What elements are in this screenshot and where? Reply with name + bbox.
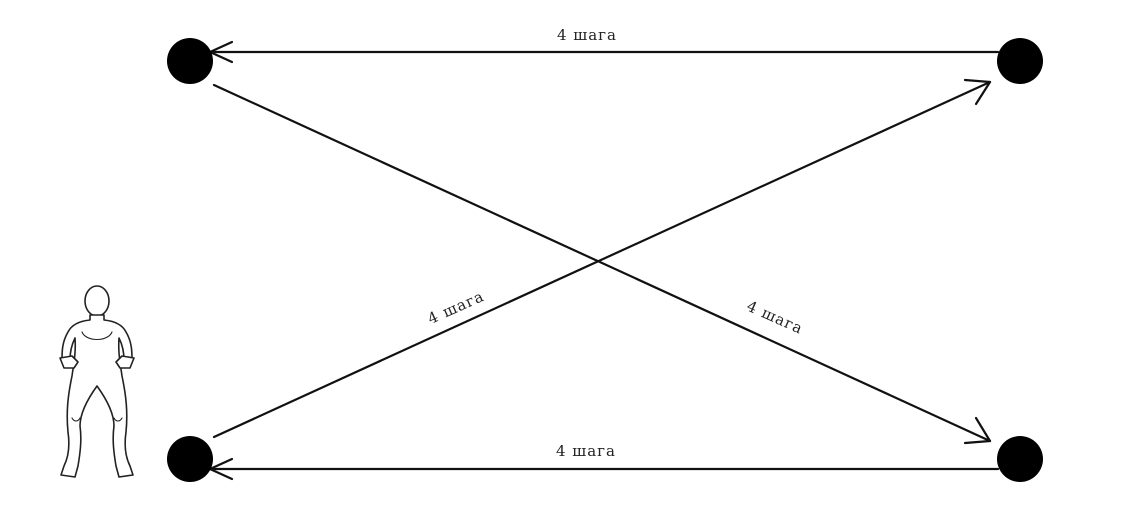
cone-bottom-left — [167, 436, 213, 482]
edge-diag-up-line — [212, 80, 992, 439]
player-left-knee — [71, 417, 81, 422]
edge-diag-down-line — [212, 83, 992, 443]
edge-diag-up-label: 4 шага — [425, 287, 487, 328]
edge-diag-down-arrowhead — [963, 416, 992, 445]
player-left-glove — [59, 355, 79, 369]
player-torso-detail — [81, 331, 113, 341]
cone-top-left — [167, 38, 213, 84]
player-right-knee — [113, 417, 123, 422]
player-right-glove — [115, 355, 135, 369]
player-figure — [59, 285, 135, 478]
cone-bottom-right — [997, 436, 1043, 482]
cone-top-right — [997, 38, 1043, 84]
player-body — [60, 314, 134, 478]
edge-top-label: 4 шага — [557, 26, 617, 44]
player-head — [84, 285, 110, 317]
edge-bottom-label: 4 шага — [556, 442, 616, 460]
edge-diag-up-arrowhead — [963, 78, 992, 106]
